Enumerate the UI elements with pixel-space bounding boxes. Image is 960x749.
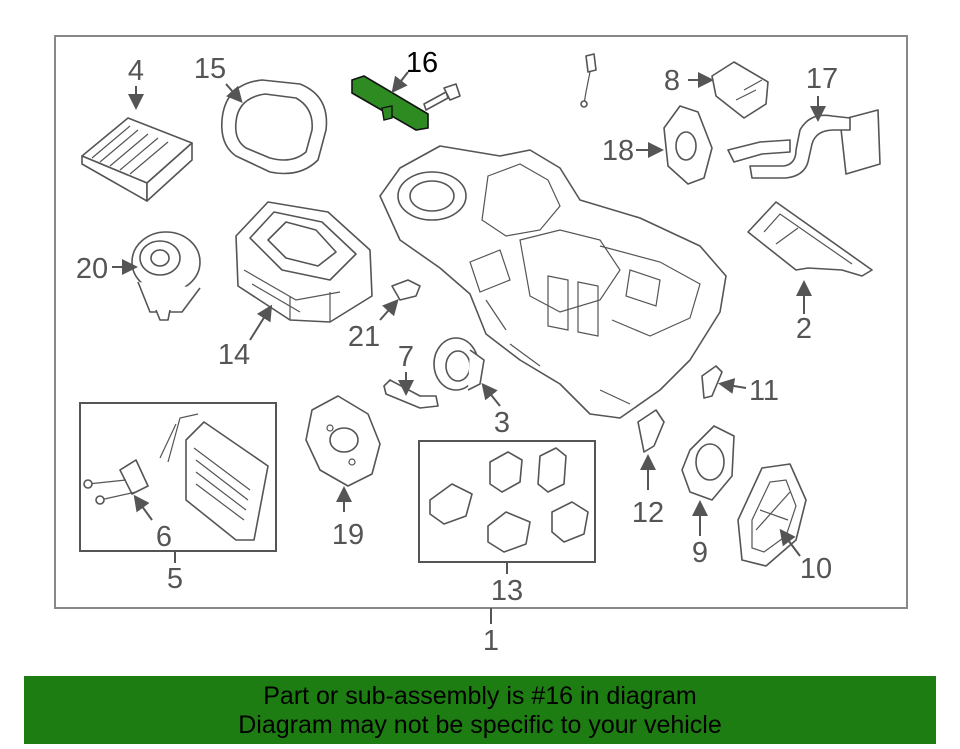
part-1-hvac-case (379, 145, 727, 419)
part-20-blower-motor (131, 231, 201, 321)
callout-1: 1 (483, 625, 499, 657)
callout-2: 2 (796, 313, 812, 345)
callout-9: 9 (692, 537, 708, 569)
part-9-actuator (681, 425, 735, 501)
callout-17: 17 (806, 63, 838, 95)
part-13-actuators-set (429, 447, 589, 553)
callout-5: 5 (167, 563, 183, 595)
subassembly-box-5 (79, 402, 277, 552)
info-banner: Part or sub-assembly is #16 in diagram D… (24, 676, 936, 744)
part-21-clip (391, 279, 421, 301)
callout-13: 13 (491, 575, 523, 607)
part-16-highlighted (351, 75, 429, 131)
callout-12: 12 (632, 497, 664, 529)
part-2-filter-tray (747, 201, 873, 277)
banner-line-1: Part or sub-assembly is #16 in diagram (263, 682, 697, 710)
part-7-hose (383, 379, 439, 409)
part-12-sensor (637, 409, 665, 453)
callout-4: 4 (128, 55, 144, 87)
part-15-gasket (220, 79, 328, 175)
callout-18: 18 (602, 135, 634, 167)
part-11-clip (701, 365, 723, 399)
part-19-actuator (305, 395, 381, 487)
part-14-blower-housing (235, 201, 373, 323)
callout-3: 3 (494, 407, 510, 439)
callout-21: 21 (348, 321, 380, 353)
part-18-actuator (663, 105, 713, 185)
callout-19: 19 (332, 519, 364, 551)
banner-line-2: Diagram may not be specific to your vehi… (238, 711, 722, 739)
part-3-actuator (433, 337, 485, 391)
sensor-wire (580, 53, 597, 108)
part-17-heater-core (727, 109, 881, 179)
screw (423, 83, 461, 111)
callout-15: 15 (194, 53, 226, 85)
callout-20: 20 (76, 253, 108, 285)
assembly-frame (54, 35, 908, 609)
callout-6: 6 (156, 521, 172, 553)
callout-8: 8 (664, 65, 680, 97)
part-4-cabin-filter (81, 117, 193, 202)
callout-14: 14 (218, 339, 250, 371)
callout-7: 7 (398, 341, 414, 373)
callout-10: 10 (800, 553, 832, 585)
callout-11: 11 (749, 375, 779, 407)
part-16-bracket (351, 75, 429, 131)
part-8-resistor (711, 61, 769, 119)
part-6-evaporator (83, 413, 269, 541)
part-16-tab (381, 105, 393, 121)
callout-16: 16 (406, 47, 438, 79)
parts-diagram: 1 2 3 4 5 6 7 8 9 10 11 12 13 14 15 16 1… (54, 35, 908, 657)
